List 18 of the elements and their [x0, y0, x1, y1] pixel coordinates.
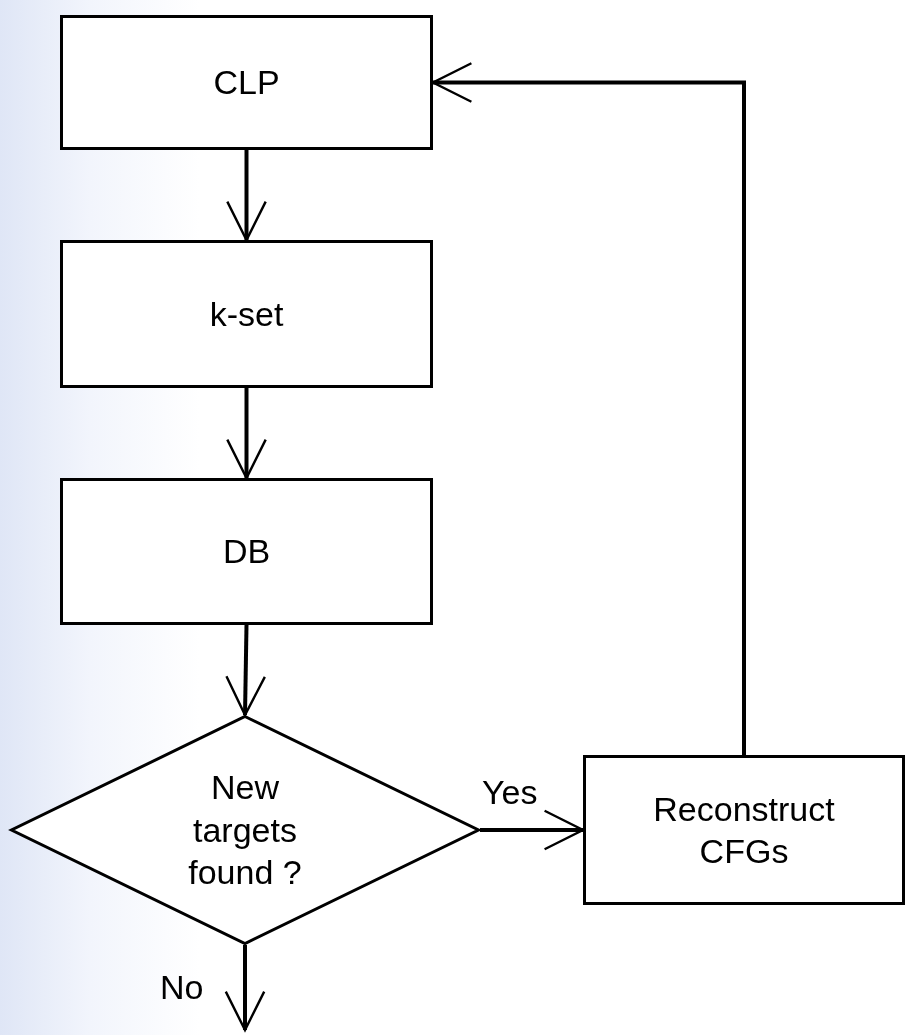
arrow: [480, 809, 585, 851]
process-label: Reconstruct CFGs: [652, 788, 836, 872]
arrow: [225, 624, 267, 717]
edge-label: Yes: [482, 773, 538, 812]
edge-label: No: [160, 968, 204, 1007]
process-box: [60, 478, 433, 625]
process-label: CLP: [212, 62, 281, 104]
process-box: [60, 15, 433, 150]
arrow: [431, 62, 746, 755]
decision-text: New targets found ?: [187, 767, 303, 894]
decision-diamond: [10, 715, 480, 945]
process-box: [583, 755, 905, 905]
process-label: k-set: [208, 293, 285, 335]
arrow: [226, 150, 267, 242]
process-box: [60, 240, 433, 388]
arrow: [224, 945, 266, 1032]
process-label: DB: [221, 531, 272, 573]
arrow: [226, 388, 267, 480]
